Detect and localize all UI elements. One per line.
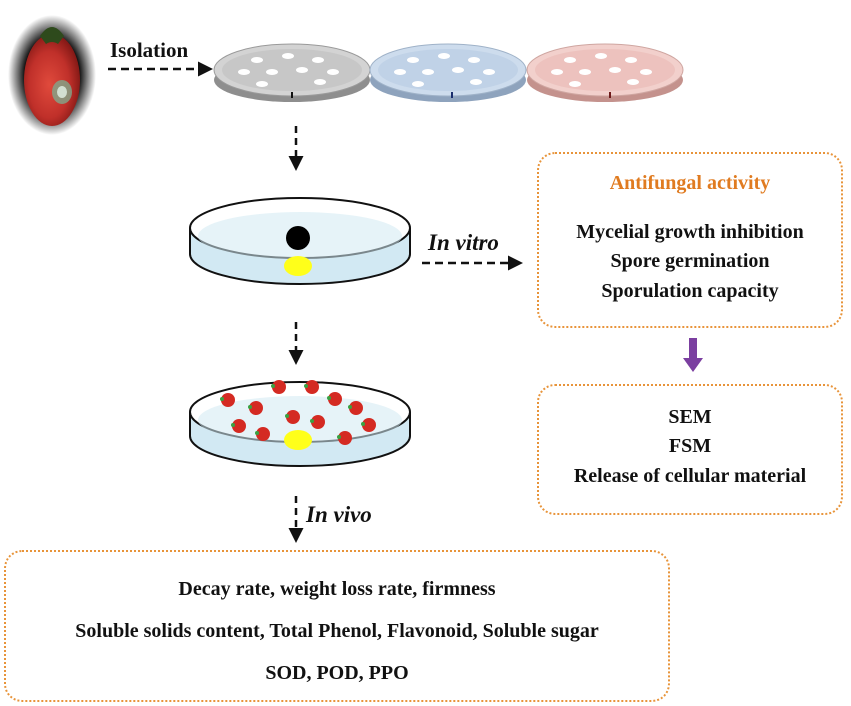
- treatment-spot: [284, 430, 312, 450]
- treatment-spot: [284, 256, 312, 276]
- infected-fruit-photo: [8, 15, 96, 135]
- isolation-plate-gray: [213, 43, 371, 102]
- in-vivo-dish: [189, 380, 411, 467]
- isolation-plate-pink: [526, 43, 684, 102]
- mechanism-item-3: Release of cellular material: [573, 465, 807, 487]
- quality-item-3: SOD, POD, PPO: [265, 662, 409, 684]
- purple-down-arrow: [683, 338, 703, 372]
- in-vitro-label: In vitro: [428, 230, 499, 255]
- isolation-plate-blue: [369, 43, 527, 102]
- in-vivo-label: In vivo: [306, 502, 372, 527]
- in-vitro-dish: [189, 197, 411, 285]
- mechanism-item-1: SEM: [668, 406, 712, 428]
- antifungal-item-3: Sporulation capacity: [601, 280, 779, 302]
- quality-item-2: Soluble solids content, Total Phenol, Fl…: [75, 620, 599, 642]
- goji-fruits: [221, 380, 376, 445]
- pathogen-disc: [286, 226, 310, 250]
- isolation-label: Isolation: [110, 38, 189, 62]
- antifungal-item-1: Mycelial growth inhibition: [576, 221, 804, 243]
- mechanism-box: SEM FSM Release of cellular material: [537, 384, 843, 515]
- fruit-quality-box: Decay rate, weight loss rate, firmness S…: [4, 550, 670, 702]
- antifungal-activity-box: Antifungal activity Mycelial growth inhi…: [537, 152, 843, 328]
- quality-item-1: Decay rate, weight loss rate, firmness: [178, 578, 496, 600]
- antifungal-item-2: Spore germination: [610, 250, 770, 272]
- mechanism-item-2: FSM: [668, 435, 712, 457]
- antifungal-title: Antifungal activity: [609, 172, 771, 194]
